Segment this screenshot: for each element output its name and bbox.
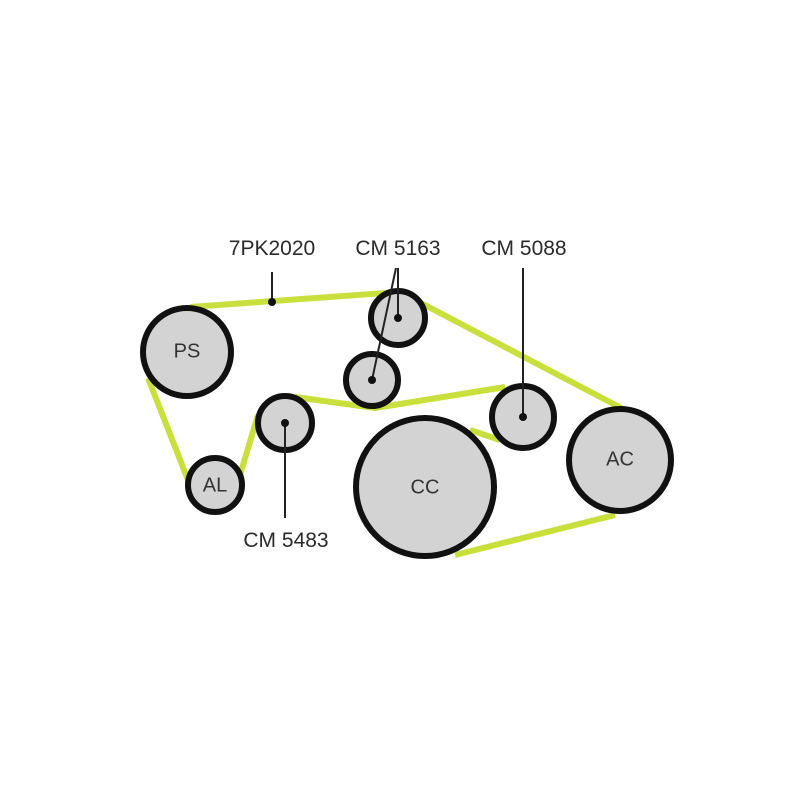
pulley-cc [353, 415, 497, 559]
leader-lines [271, 267, 524, 518]
pulley-ps [140, 305, 234, 399]
idler-label-cm5088: CM 5088 [481, 237, 567, 260]
pulley-ac [566, 406, 674, 514]
pulley-label-ac: AC [606, 448, 634, 471]
idler-label-cm5483: CM 5483 [243, 529, 329, 552]
pulley-label-al: AL [202, 474, 228, 497]
pulley-label-ps: PS [173, 340, 201, 363]
leader-dots [268, 298, 527, 427]
pulley-label-cc: CC [410, 476, 440, 499]
idler-label-cm5163: CM 5163 [355, 237, 441, 260]
belt-part-label: 7PK2020 [228, 237, 316, 260]
pulley-al [185, 455, 245, 515]
